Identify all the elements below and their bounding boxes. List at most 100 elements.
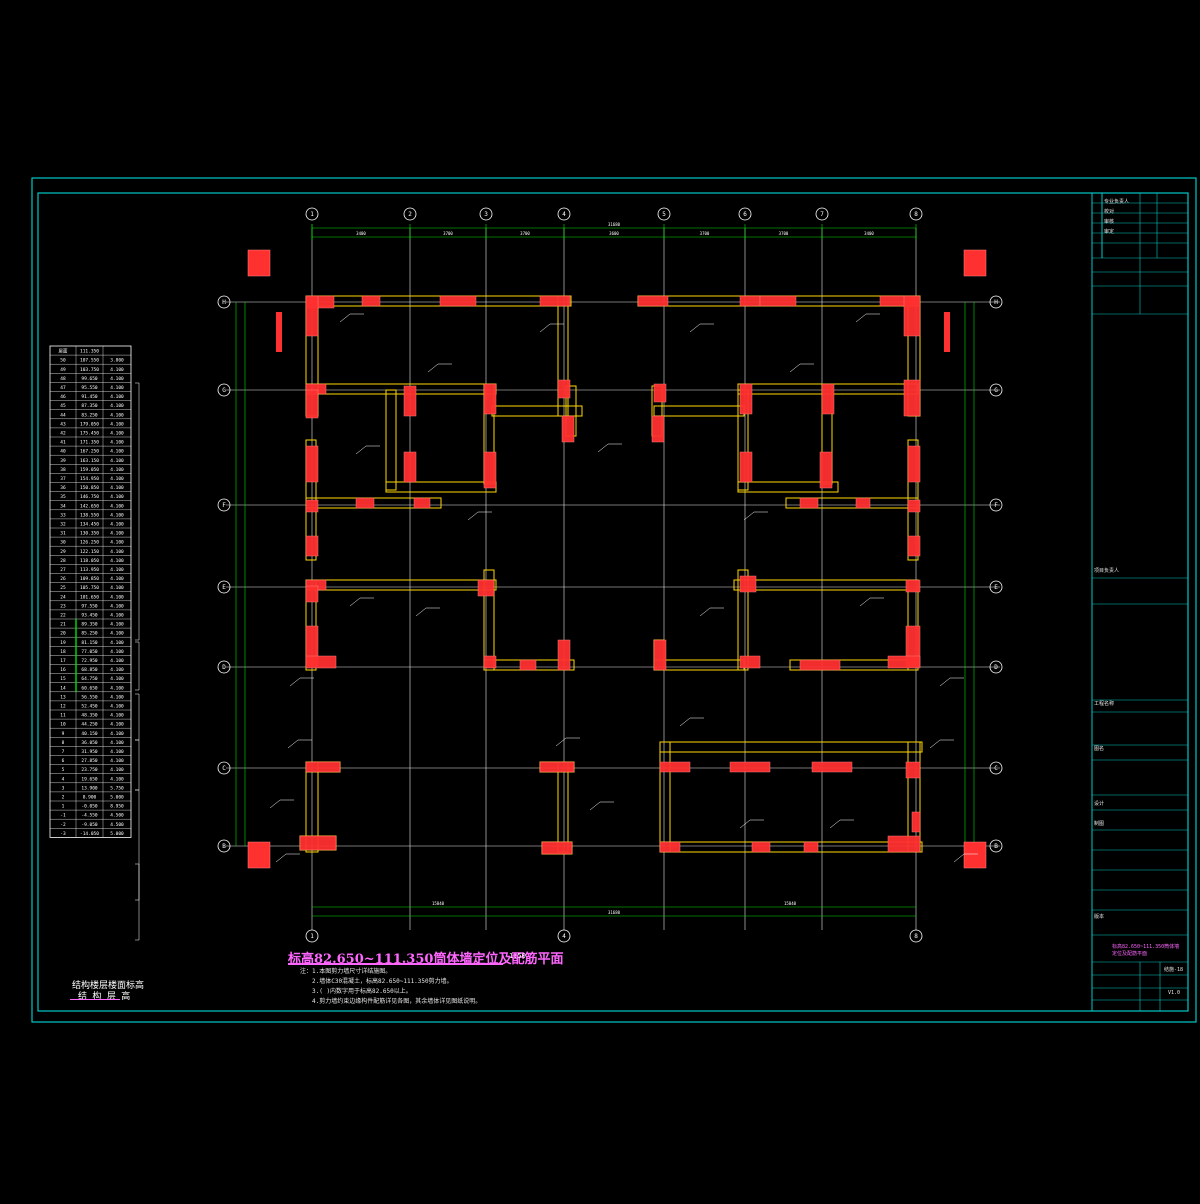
title-underline: [288, 963, 503, 965]
leader-line: [467, 511, 479, 521]
leader-line: [855, 313, 867, 323]
axis-label: D: [222, 664, 226, 671]
table-cell: 122.150: [80, 549, 99, 555]
axis-bubble: [989, 295, 1003, 309]
rebar-boundary-element: [355, 497, 375, 509]
table-cell: 97.550: [81, 603, 98, 609]
table-cell: 4.100: [110, 431, 124, 437]
inner-frame: [37, 192, 1189, 1012]
table-cell: 95.550: [81, 385, 98, 391]
axis-grid: [226, 228, 1000, 930]
rebar-boundary-element: [903, 379, 921, 417]
axis-label: F: [222, 502, 226, 509]
table-cell: 77.050: [81, 649, 98, 655]
table-cell: 3.800: [110, 358, 124, 364]
leader-line: [287, 739, 299, 749]
dim-text: 31680: [608, 222, 621, 227]
leader-line: [743, 511, 755, 521]
shear-wall: [305, 295, 572, 307]
section-detail-block: [963, 841, 987, 869]
tb-row: 审核: [1104, 219, 1115, 225]
table-cell: 111.350: [80, 349, 99, 355]
axis-label: F: [994, 502, 998, 509]
leader-line: [269, 799, 281, 809]
table-cell: 4.100: [110, 412, 124, 418]
table-bracket: [135, 789, 140, 901]
rebar-boundary-element: [305, 535, 319, 557]
rebar-boundary-element: [483, 383, 497, 415]
wall-detail-strip: [944, 312, 950, 352]
axis-bubble: [909, 207, 923, 221]
note-line: 注：1.本图剪力墙尺寸详结施图。: [300, 968, 392, 975]
rebar-boundary-element: [557, 639, 571, 671]
table-cell: 23: [60, 603, 66, 609]
table-cell: 28: [60, 558, 66, 564]
table-cell: 25: [60, 585, 66, 591]
rebar-boundary-element: [659, 841, 681, 853]
table-cell: 130.350: [80, 531, 99, 537]
rebar-boundary-element: [739, 295, 761, 307]
rebar-boundary-element: [637, 295, 669, 307]
table-cell: 4.100: [110, 640, 124, 646]
axis-label: 4: [562, 211, 566, 218]
legend-caption: 结构楼层楼面标高: [72, 981, 145, 991]
rebar-boundary-element: [413, 497, 431, 509]
table-cell: 4.100: [110, 658, 124, 664]
table-cell: 50: [60, 358, 66, 364]
table-cell: 150.850: [80, 485, 99, 491]
rebar-boundary-element: [653, 639, 667, 671]
table-cell: 4.100: [110, 449, 124, 455]
dim-text: 3400: [864, 231, 874, 236]
leader-line: [349, 597, 361, 607]
rebar-boundary-element: [905, 761, 921, 779]
table-cell: 4.100: [110, 394, 124, 400]
rebar-boundary-element: [799, 659, 841, 671]
rebar-boundary-element: [299, 835, 337, 851]
table-cell: 27: [60, 567, 66, 573]
axis-label: 1: [310, 933, 314, 940]
wall-detail-strip: [276, 312, 282, 352]
table-cell: -3: [60, 831, 66, 837]
table-cell: 35: [60, 494, 66, 500]
table-cell: 113.950: [80, 567, 99, 573]
shear-walls: [247, 249, 987, 869]
table-cell: 9: [62, 731, 65, 737]
axis-bubble: [989, 761, 1003, 775]
rebar-boundary-element: [729, 761, 771, 773]
rebar-boundary-element: [305, 499, 319, 513]
table-cell: 30: [60, 540, 66, 546]
rebar-boundary-element: [403, 451, 417, 483]
rebar-boundary-element: [821, 383, 835, 415]
title-block-grid: [1092, 193, 1188, 1011]
leader-line: [789, 363, 801, 373]
table-cell: 4.100: [110, 403, 124, 409]
table-cell: 10: [60, 722, 66, 728]
table-cell: 4.100: [110, 776, 124, 782]
table-cell: 154.950: [80, 476, 99, 482]
axis-bubble: [305, 929, 319, 943]
table-cell: 146.750: [80, 494, 99, 500]
leader-line: [953, 853, 965, 863]
table-cell: -4.550: [81, 813, 98, 819]
axis-label: C: [222, 765, 226, 772]
table-cell: 159.050: [80, 467, 99, 473]
table-cell: 138.550: [80, 512, 99, 518]
shear-wall: [733, 579, 919, 591]
axis-label: 5: [662, 211, 666, 218]
table-cell: 4.100: [110, 494, 124, 500]
shear-wall: [305, 579, 497, 591]
table-cell: 105.750: [80, 585, 99, 591]
table-cell: 4.100: [110, 567, 124, 573]
table-cell: 44.250: [81, 722, 98, 728]
axis-label: E: [222, 584, 226, 591]
axis-label: C: [994, 765, 998, 772]
table-cell: 87.350: [81, 403, 98, 409]
axis-bubble: [557, 929, 571, 943]
shear-wall: [659, 741, 671, 853]
axis-bubble: [909, 929, 923, 943]
table-cell: 83.250: [81, 412, 98, 418]
table-bracket: [135, 863, 140, 941]
table-cell: 47: [60, 385, 66, 391]
